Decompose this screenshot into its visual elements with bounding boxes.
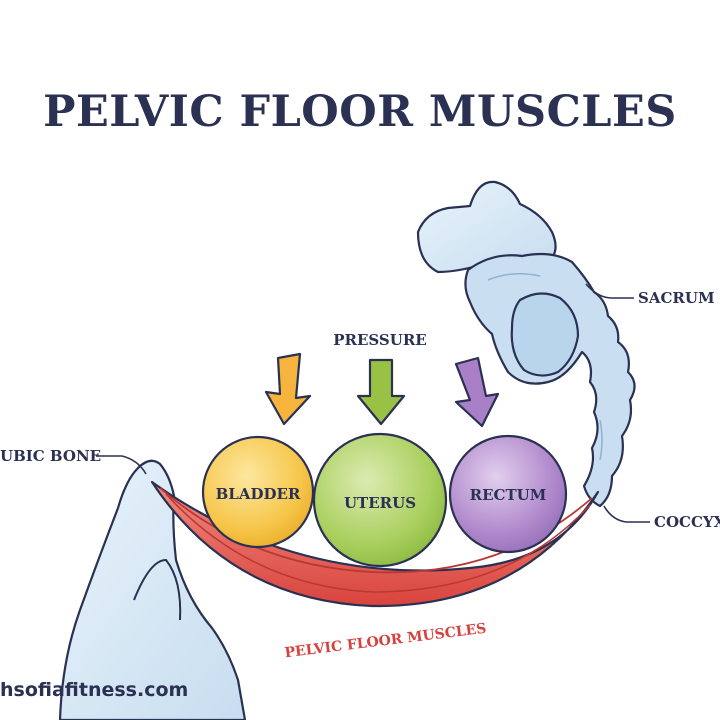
watermark: hsofiafitness.com — [0, 679, 188, 701]
coccyx-callout: COCCYX — [603, 505, 720, 531]
uterus-label: UTERUS — [344, 494, 416, 512]
sacrum-callout: SACRUM — [585, 283, 715, 307]
rectum-label: RECTUM — [470, 486, 547, 504]
pressure-label: PRESSURE — [333, 331, 427, 349]
pressure-arrow-left-icon — [264, 352, 312, 426]
coccyx-label: COCCYX — [654, 513, 720, 531]
pubic-bone-label: UBIC BONE — [0, 447, 101, 465]
sacrum-label: SACRUM — [638, 289, 715, 307]
rectum: RECTUM — [448, 434, 568, 554]
page-title: PELVIC FLOOR MUSCLES — [43, 87, 677, 137]
sacrum-coccyx-bone — [416, 180, 636, 508]
pressure-arrow-right-icon — [454, 356, 500, 428]
pubic-bone — [58, 459, 247, 720]
pelvic-floor-muscles-label: PELVIC FLOOR MUSCLES — [284, 621, 488, 662]
bladder: BLADDER — [201, 435, 315, 549]
uterus: UTERUS — [312, 432, 448, 568]
pubic-bone-callout: UBIC BONE — [0, 447, 147, 475]
bladder-label: BLADDER — [216, 485, 301, 503]
pressure-arrows — [264, 352, 500, 428]
pressure-arrow-middle-icon — [356, 358, 406, 426]
